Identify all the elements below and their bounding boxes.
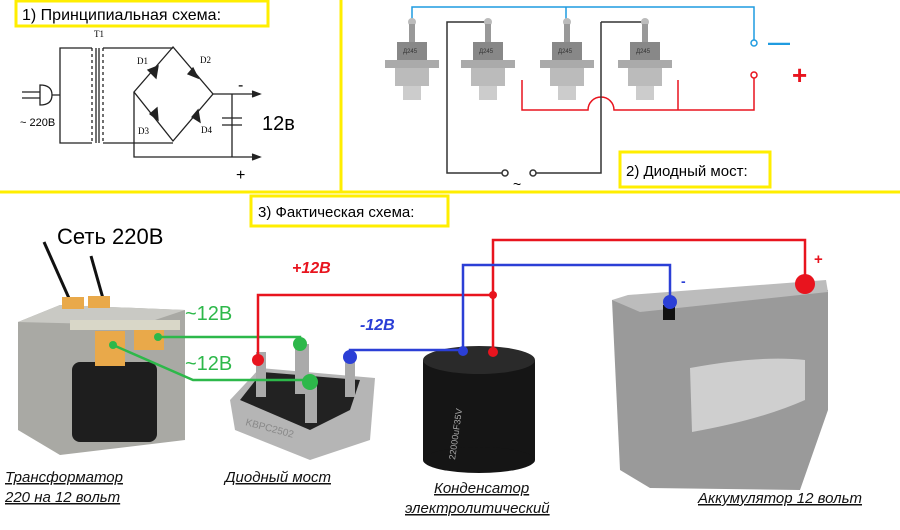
- output-voltage-label: 12в: [262, 113, 295, 135]
- capacitor: 22000uF35V: [423, 346, 535, 473]
- panel2-title: 2) Диодный мост:: [626, 163, 748, 180]
- diode-marking: Д245: [479, 49, 494, 55]
- caption-capacitor-2: электролитический: [405, 500, 550, 517]
- transformer: [18, 296, 185, 455]
- stud-diode: Д245: [385, 18, 439, 100]
- negative-voltage-label: -12В: [360, 317, 395, 334]
- bridge-plus-label: +: [792, 60, 807, 90]
- bridge-minus-label: —: [768, 30, 790, 55]
- panel3-title: 3) Фактическая схема:: [258, 204, 414, 221]
- input-label: ~ 220В: [20, 117, 55, 129]
- d4-label: D4: [201, 125, 212, 135]
- caption-transformer-1: Трансформатор: [5, 469, 123, 486]
- battery: [612, 280, 828, 490]
- battery-plus-label: +: [814, 251, 823, 268]
- stud-diode: Д245: [540, 18, 594, 100]
- frames: [0, 0, 900, 228]
- d2-label: D2: [200, 55, 211, 65]
- ac-voltage-label-1: ~12В: [185, 303, 232, 325]
- d1-label: D1: [137, 56, 148, 66]
- mains-label: Сеть 220В: [57, 224, 163, 249]
- stud-diode: Д245: [618, 18, 672, 100]
- mains-wires: [42, 241, 106, 306]
- panel1-title-box: 1) Принципиальная схема:: [22, 7, 221, 24]
- terminals: [109, 274, 815, 390]
- diode-bridge-wiring: [411, 6, 758, 177]
- ac-label: ~: [513, 176, 521, 192]
- caption-battery: Аккумулятор 12 вольт: [697, 490, 862, 507]
- caption-transformer-2: 220 на 12 вольт: [4, 489, 120, 506]
- plus-label: +: [236, 167, 245, 184]
- svg-text:1) Принципиальная схема:: 1) Принципиальная схема:: [22, 7, 221, 24]
- stud-diode: Д245: [461, 18, 515, 100]
- t1-label: T1: [94, 29, 104, 39]
- caption-capacitor-1: Конденсатор: [434, 480, 529, 497]
- diode-marking: Д245: [403, 49, 418, 55]
- principal-schematic: [22, 46, 262, 161]
- minus-label: -: [238, 77, 243, 94]
- positive-voltage-label: +12В: [292, 260, 331, 277]
- ac-voltage-label-2: ~12В: [185, 353, 232, 375]
- caption-bridge: Диодный мост: [223, 469, 331, 486]
- battery-minus-label: -: [681, 273, 686, 289]
- d3-label: D3: [138, 126, 149, 136]
- diode-marking: Д245: [558, 49, 573, 55]
- diode-marking: Д245: [636, 49, 651, 55]
